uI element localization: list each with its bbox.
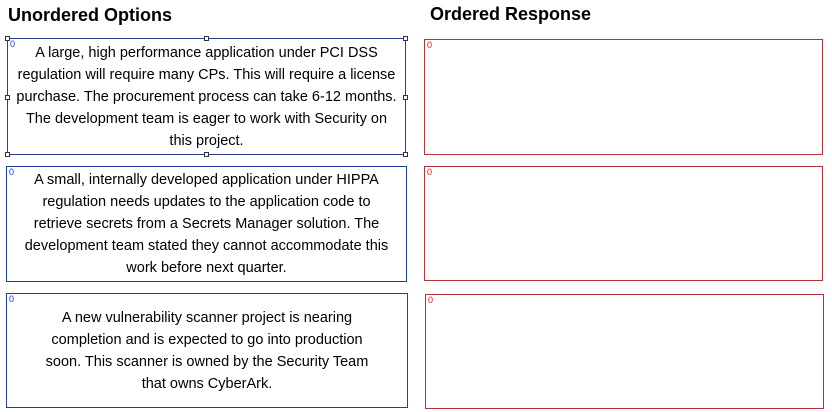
option-card-2[interactable]: 0 A small, internally developed applicat… bbox=[6, 166, 407, 282]
option-card-3[interactable]: 0 A new vulnerability scanner project is… bbox=[6, 293, 408, 408]
option-index-2: 0 bbox=[9, 167, 15, 177]
response-index-3: 0 bbox=[428, 295, 434, 305]
response-index-2: 0 bbox=[427, 167, 433, 177]
resize-handle-s[interactable] bbox=[204, 152, 209, 157]
response-slot-1[interactable]: 0 bbox=[424, 39, 823, 155]
option-text-2: A small, internally developed applicatio… bbox=[24, 172, 389, 276]
option-card-1[interactable]: 0 A large, high performance application … bbox=[5, 36, 408, 157]
resize-handle-e[interactable] bbox=[403, 95, 408, 100]
resize-handle-w[interactable] bbox=[5, 95, 10, 100]
response-slot-3[interactable]: 0 bbox=[425, 294, 824, 409]
option-text-1: A large, high performance application un… bbox=[16, 44, 397, 149]
resize-handle-n[interactable] bbox=[204, 36, 209, 41]
option-text-3: A new vulnerability scanner project is n… bbox=[45, 309, 369, 392]
resize-handle-sw[interactable] bbox=[5, 152, 10, 157]
option-index-1: 0 bbox=[10, 39, 16, 49]
response-slot-2[interactable]: 0 bbox=[424, 166, 823, 281]
resize-handle-ne[interactable] bbox=[403, 36, 408, 41]
option-index-3: 0 bbox=[9, 294, 15, 304]
ordered-response-heading: Ordered Response bbox=[430, 4, 592, 24]
resize-handle-nw[interactable] bbox=[5, 36, 10, 41]
resize-handle-se[interactable] bbox=[403, 152, 408, 157]
response-index-1: 0 bbox=[427, 40, 433, 50]
unordered-options-heading: Unordered Options bbox=[8, 5, 173, 25]
